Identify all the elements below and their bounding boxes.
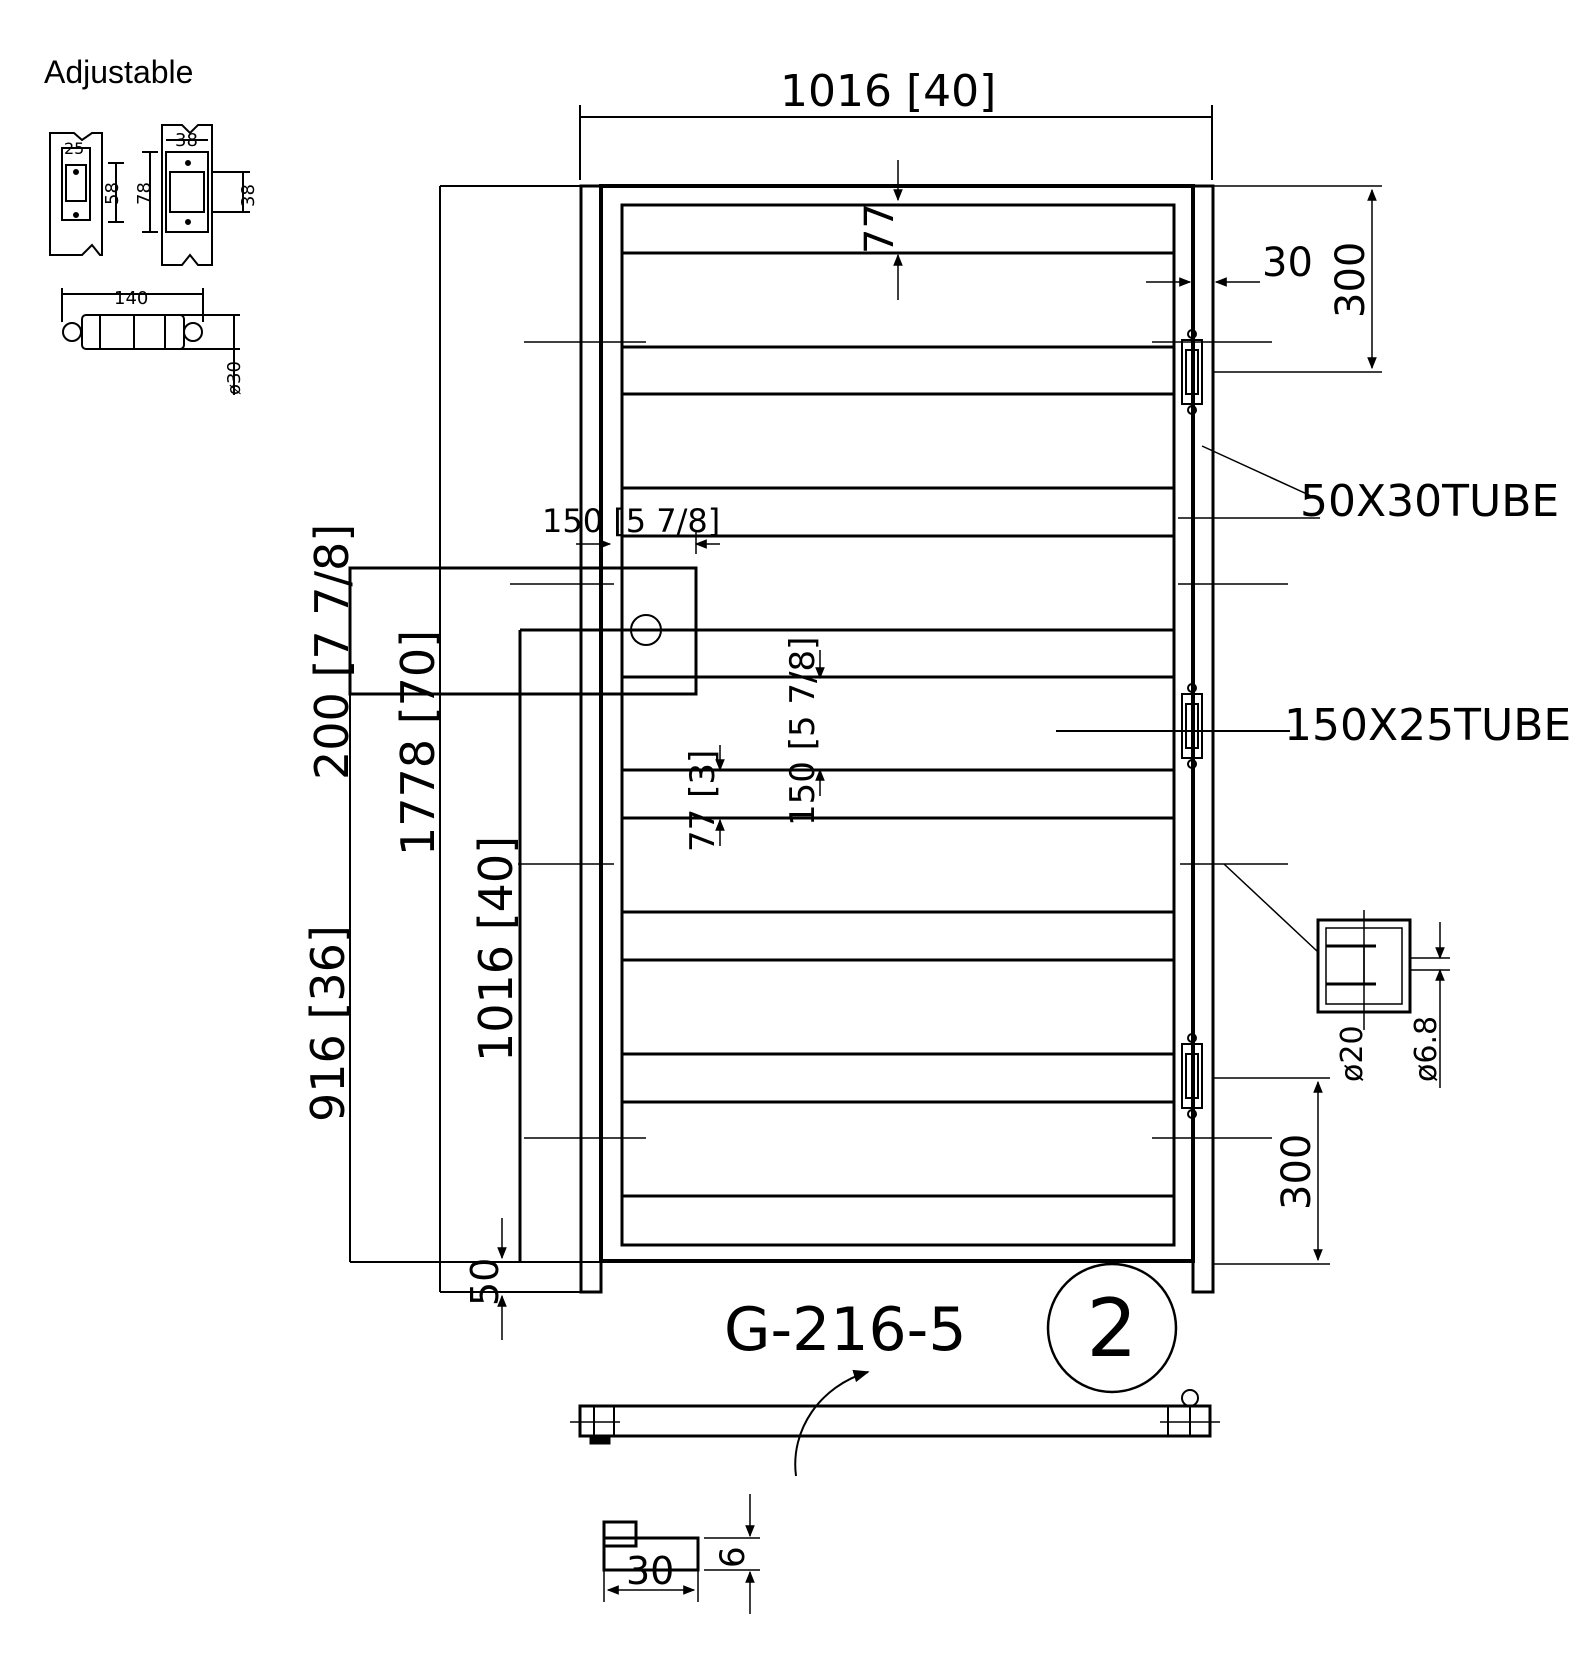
dim-slat-height: 150 [5 7/8] — [783, 637, 823, 826]
gate-top-view — [570, 1369, 1220, 1477]
dim-plate-width: 30 — [626, 1549, 674, 1593]
dim-overall-width: 1016 [40] — [780, 66, 996, 117]
dim-handle-width: 150 [5 7/8] — [542, 502, 720, 540]
dim-140: 140 — [114, 288, 148, 309]
model-code: G-216-5 — [724, 1295, 967, 1365]
dim-bottom-gap: 50 — [463, 1258, 507, 1306]
dim-handle-width-lines — [576, 530, 720, 554]
dim-pin: ø6.8 — [1409, 1016, 1444, 1082]
slat-tube-label: 150X25TUBE — [1284, 700, 1571, 751]
dim-latch-drop: 916 [36] — [301, 925, 355, 1122]
pin-detail — [1223, 863, 1450, 1088]
dim-hinge-offset-bottom-lines — [1213, 1077, 1330, 1265]
dim-pin-hole: ø20 — [1335, 1025, 1370, 1082]
left-dim-lines — [349, 185, 601, 1293]
frame-tube-leader — [1178, 445, 1321, 519]
dim-latch-box-height: 200 [7 7/8] — [305, 524, 359, 780]
gate-frame — [510, 105, 1288, 1294]
dim-latch-height: 1016 [40] — [469, 836, 523, 1062]
variant-number: 2 — [1087, 1282, 1138, 1375]
dim-hinge-offset-top-lines — [1213, 185, 1382, 373]
variant-circle — [1046, 1262, 1178, 1394]
hinge-detail — [49, 124, 250, 395]
adjustable-label: Adjustable — [44, 54, 193, 90]
frame-tube-label: 50X30TUBE — [1300, 476, 1559, 527]
dim-hinge-offset-top: 300 — [1328, 242, 1374, 318]
dim-58: 58 — [102, 182, 123, 205]
dim-25: 25 — [64, 139, 84, 158]
dim-top-gap: 77 — [857, 203, 903, 254]
dim-slat-lines — [715, 650, 825, 846]
dim-hinge-offset-bottom: 300 — [1274, 1134, 1320, 1210]
latch-box — [348, 566, 698, 1262]
dim-hinge-gap: 30 — [1262, 240, 1313, 286]
dim-38-top: 38 — [175, 130, 198, 151]
dim-overall-height: 1778 [70] — [391, 630, 445, 856]
dim-38-side: 38 — [238, 184, 259, 207]
dim-plate-thickness: 6 — [713, 1546, 753, 1568]
dim-78: 78 — [134, 182, 155, 205]
plate-detail — [602, 1494, 760, 1614]
dim-slat-gap: 77 [3] — [683, 750, 723, 852]
dim-phi30: ø30 — [224, 361, 245, 395]
